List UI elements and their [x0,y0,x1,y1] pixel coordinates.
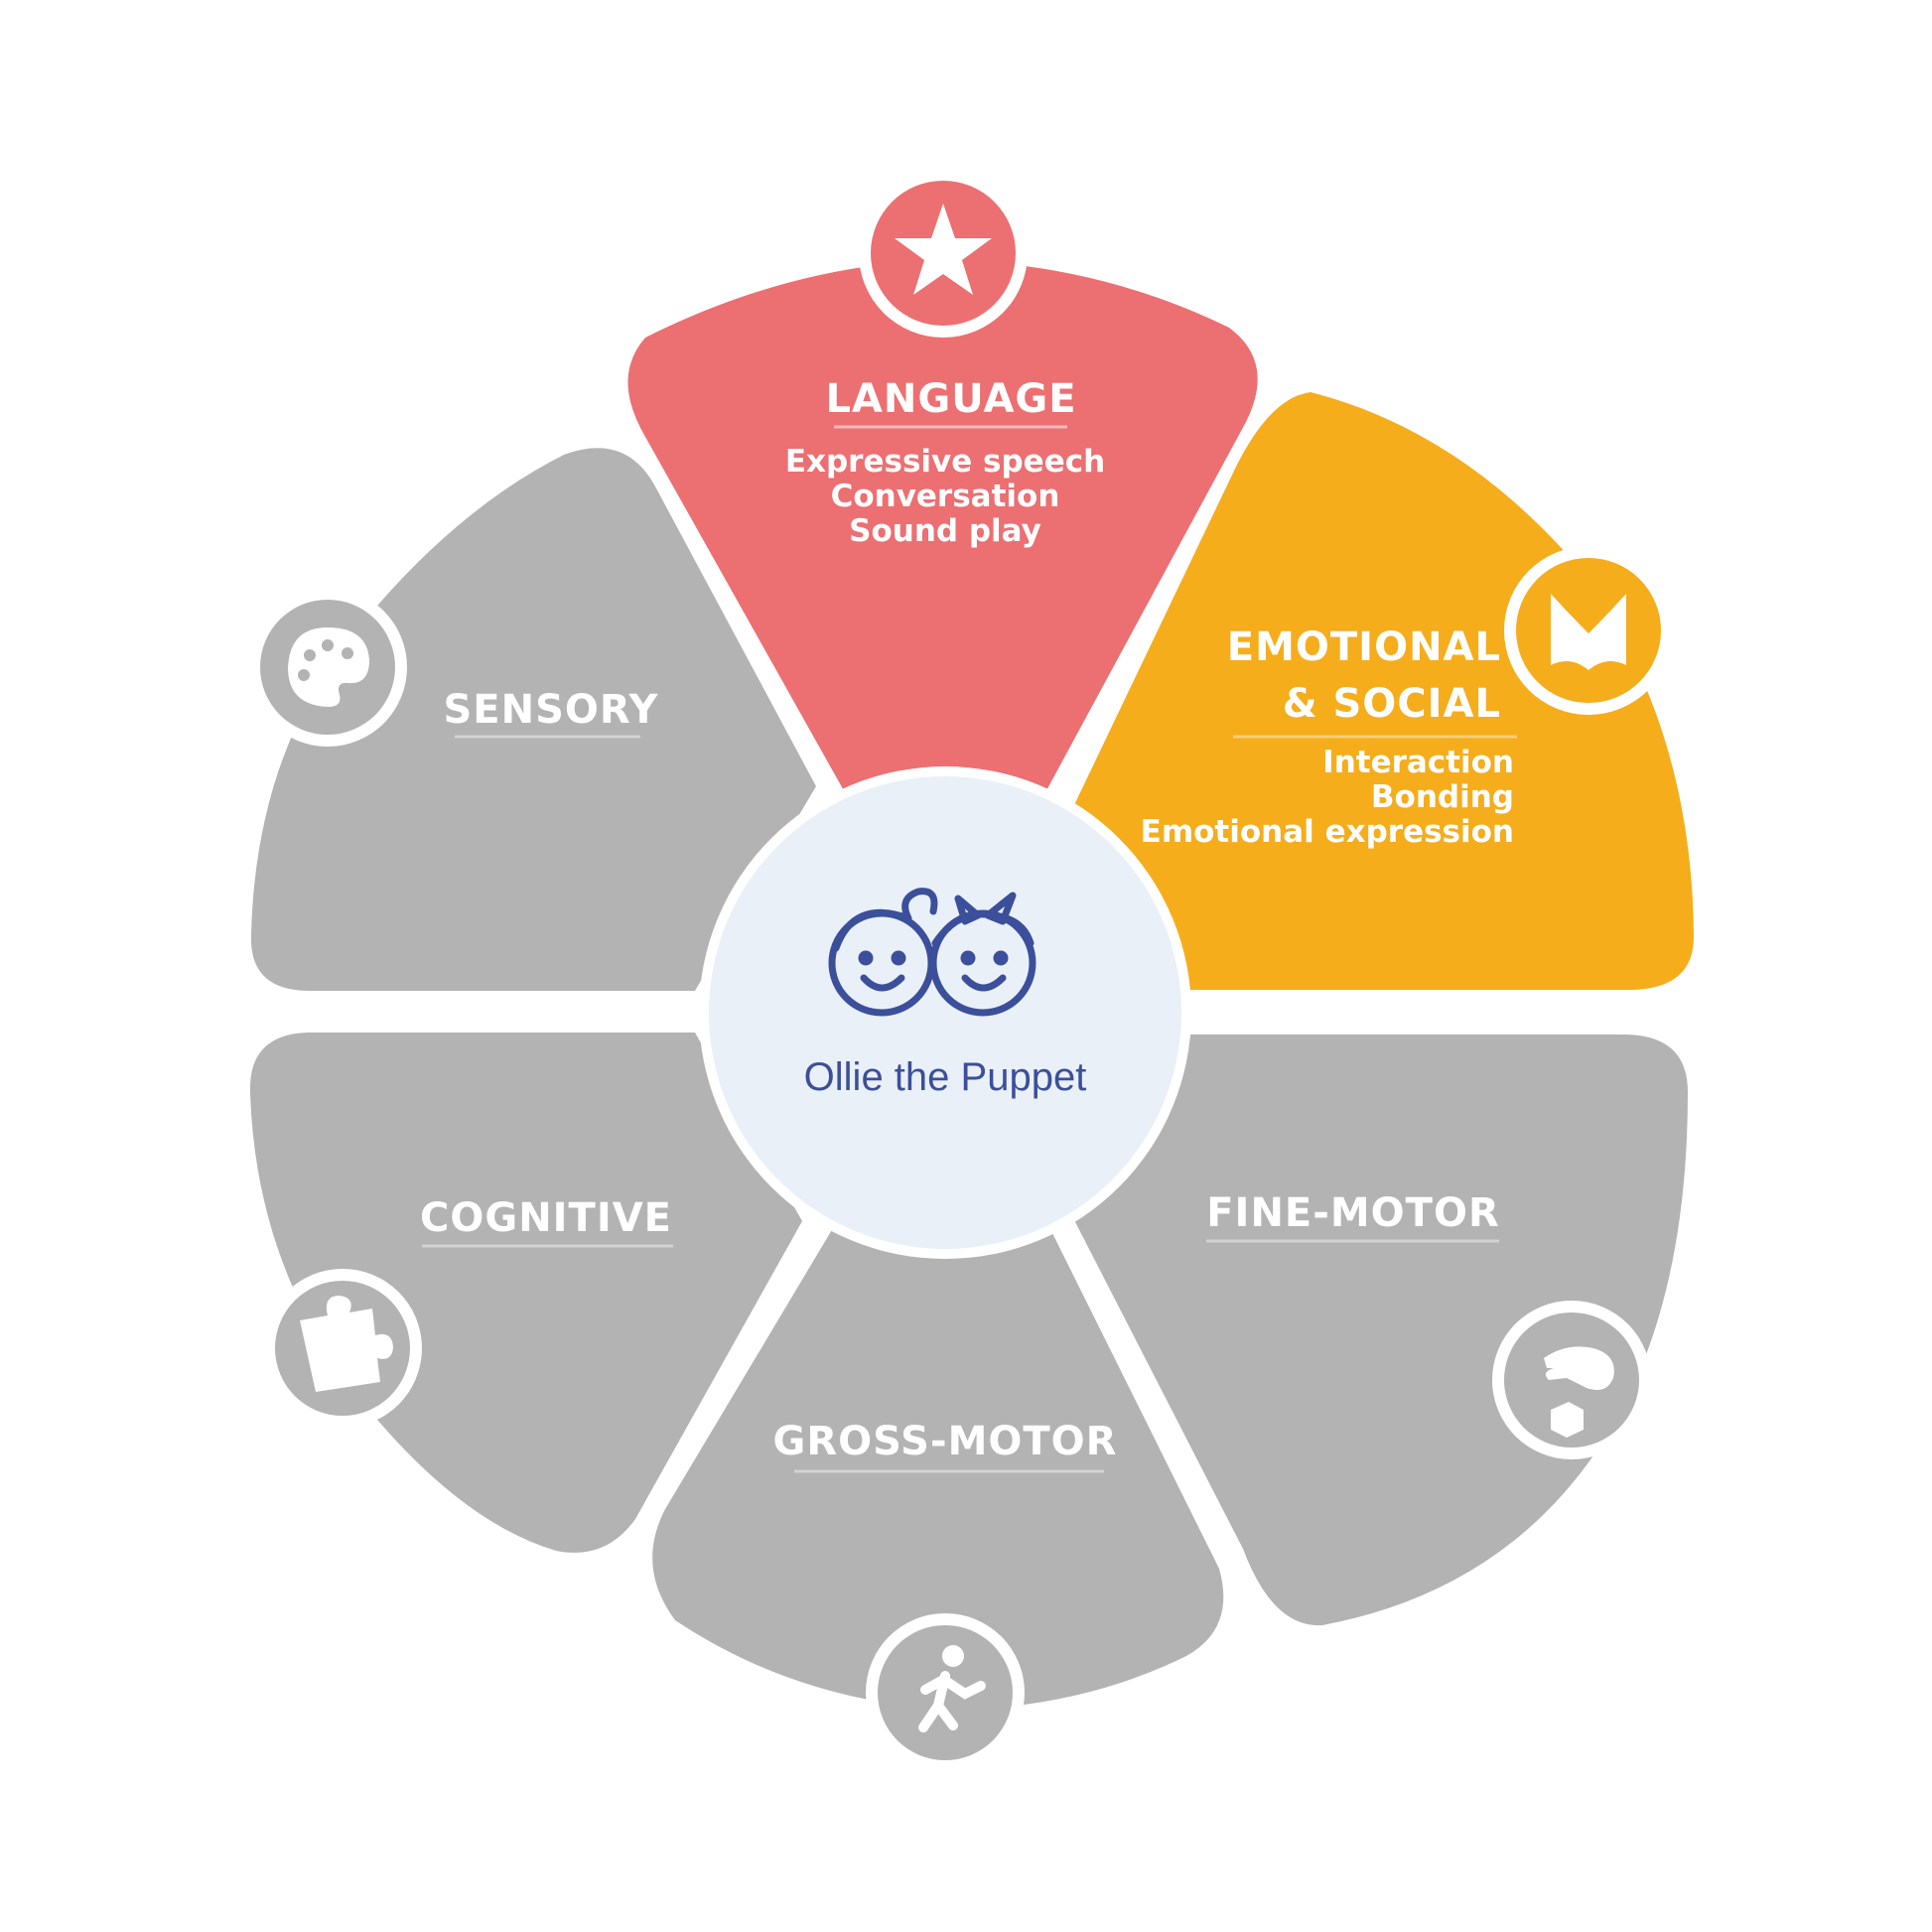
hand-holding-block-icon [1544,1346,1614,1438]
puzzle-piece-icon [300,1296,393,1392]
language-badge[interactable] [859,169,1028,338]
segment-cognitive[interactable] [249,1033,802,1553]
paint-palette-icon [288,627,369,707]
emotional-title-line: & SOCIAL [1283,681,1501,727]
sensory-badge[interactable] [248,588,407,747]
segment-language[interactable] [627,260,1258,794]
segment-gross-motor[interactable] [652,1223,1224,1710]
emotional-item: Bonding [1371,779,1514,815]
center-title: Ollie the Puppet [804,1055,1087,1099]
open-book-icon [1551,594,1626,670]
center-circle[interactable] [709,776,1181,1249]
segment-emotional-social[interactable] [1072,392,1694,990]
emotional-item: Emotional expression [1141,814,1514,850]
cognitive-title: COGNITIVE [420,1195,672,1241]
gross-motor-badge[interactable] [866,1613,1025,1772]
emotional-item: Interaction [1322,745,1514,780]
gross-motor-title: GROSS-MOTOR [773,1419,1118,1464]
running-person-icon [918,1645,986,1732]
language-title: LANGUAGE [825,376,1076,422]
segment-sensory[interactable] [250,448,816,991]
language-item: Conversation [831,479,1060,514]
fine-motor-title: FINE-MOTOR [1206,1190,1500,1236]
two-children-faces-icon [828,888,1036,1017]
emotional-badge[interactable] [1504,546,1673,715]
emotional-title-line: EMOTIONAL [1227,624,1501,670]
fine-motor-badge[interactable] [1492,1301,1651,1459]
star-icon [895,204,992,295]
language-item: Sound play [849,513,1041,549]
sensory-title: SENSORY [444,687,659,733]
cognitive-badge[interactable] [263,1269,422,1428]
segment-fine-motor[interactable] [1072,1035,1688,1626]
language-item: Expressive speech [785,444,1105,480]
